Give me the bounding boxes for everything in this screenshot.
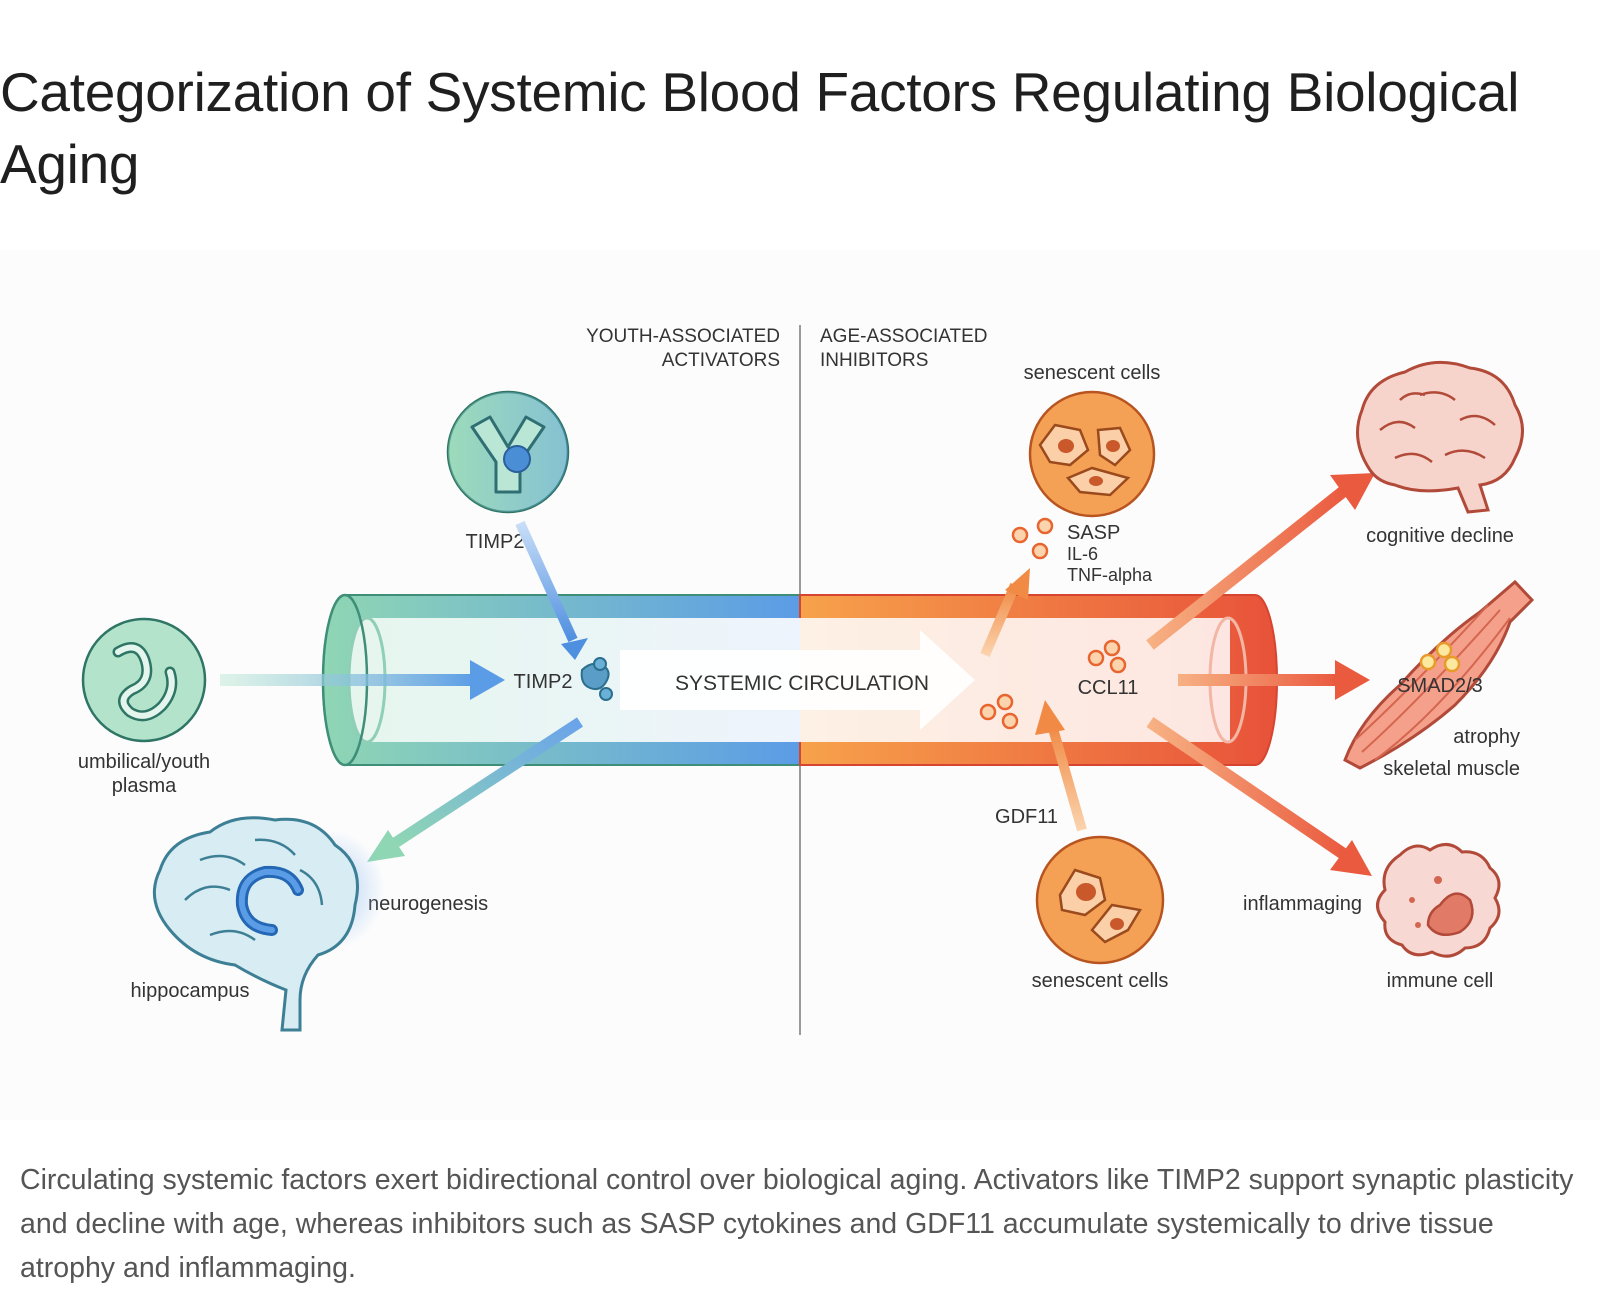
smad-label: SMAD2/3 xyxy=(1397,675,1483,697)
arrow-plasma-in xyxy=(220,660,505,700)
senescent-bottom-label: senescent cells xyxy=(1032,970,1169,992)
muscle-icon xyxy=(1343,579,1535,770)
timp2-molecule-icon xyxy=(580,657,613,701)
timp2-vessel-label: TIMP2 xyxy=(514,671,573,693)
plasma-label-line2: plasma xyxy=(112,775,177,797)
arrow-timp2-down xyxy=(515,520,588,660)
senescent-cells-bottom-icon xyxy=(1035,835,1165,965)
arrow-gdf11-up xyxy=(1035,700,1087,832)
immune-cell-icon xyxy=(1376,843,1501,958)
age-header-line1: AGE-ASSOCIATED xyxy=(820,326,988,347)
arrow-immune xyxy=(1146,717,1372,876)
neurogenesis-label: neurogenesis xyxy=(368,893,488,915)
page-title: Categorization of Systemic Blood Factors… xyxy=(0,61,1520,195)
inflammaging-label: inflammaging xyxy=(1243,893,1362,915)
muscle-label: skeletal muscle xyxy=(1383,758,1520,780)
arrow-muscle xyxy=(1178,660,1370,700)
age-header-line2: INHIBITORS xyxy=(820,350,928,371)
atrophy-label: atrophy xyxy=(1453,726,1520,748)
arrow-neurogenesis xyxy=(367,717,584,862)
brain-icon xyxy=(1356,360,1524,514)
antibody-icon xyxy=(446,390,570,514)
brain-hippocampus-icon xyxy=(152,816,385,1032)
figure-caption: Circulating systemic factors exert bidir… xyxy=(20,1164,1574,1284)
youth-header-line2: ACTIVATORS xyxy=(662,350,780,371)
youth-header-line1: YOUTH-ASSOCIATED xyxy=(586,326,780,347)
gdf11-label: GDF11 xyxy=(995,806,1058,828)
il6-label: IL-6 xyxy=(1067,544,1098,564)
umbilical-cord-icon xyxy=(81,617,207,743)
hippocampus-label: hippocampus xyxy=(131,980,250,1002)
circulation-arrow xyxy=(620,630,975,730)
arrow-cognitive xyxy=(1146,473,1375,650)
sasp-molecules xyxy=(1011,517,1054,560)
ccl11-molecules xyxy=(1087,639,1127,674)
senescent-cells-icon xyxy=(1028,390,1156,518)
gdf11-molecules xyxy=(979,693,1019,730)
senescent-top-label: senescent cells xyxy=(1024,362,1161,384)
arrow-sasp-up xyxy=(980,568,1030,657)
timp2-top-label: TIMP2 xyxy=(466,531,525,553)
sasp-label: SASP xyxy=(1067,522,1120,544)
cognitive-label: cognitive decline xyxy=(1366,525,1514,547)
tnf-label: TNF-alpha xyxy=(1067,565,1153,585)
immune-label: immune cell xyxy=(1387,970,1494,992)
circulation-label: SYSTEMIC CIRCULATION xyxy=(675,672,929,695)
ccl11-label: CCL11 xyxy=(1078,677,1139,699)
plasma-label-line1: umbilical/youth xyxy=(78,751,210,773)
diagram-figure: YOUTH-ASSOCIATED ACTIVATORS AGE-ASSOCIAT… xyxy=(0,250,1600,1120)
